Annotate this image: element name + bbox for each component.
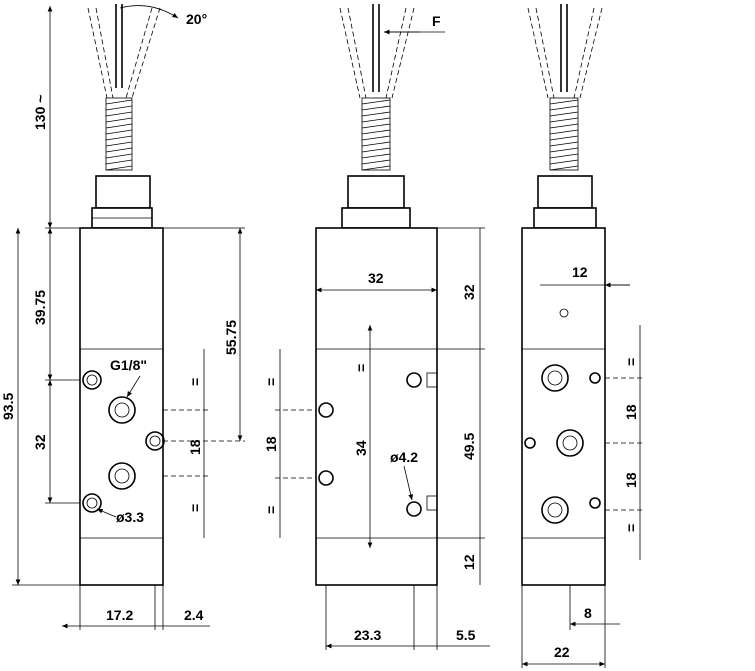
dim-2-4: 2.4 <box>184 607 204 623</box>
spring <box>105 97 133 171</box>
dim-32-right: 32 <box>461 284 477 300</box>
eq-left-2: = <box>187 504 203 512</box>
mounting-nut-middle <box>347 175 405 209</box>
dim-130: 130 ~ <box>32 95 48 130</box>
dim-18-right-b: 18 <box>623 472 639 488</box>
force-label: F <box>432 13 441 29</box>
hole-label-left: ø3.3 <box>116 509 144 525</box>
mounting-nut <box>95 175 151 209</box>
left-view: 130 ~ 20° 93.5 39.75 32 55.75 18 = = G1/… <box>0 4 245 630</box>
eq-right-1: = <box>623 358 639 366</box>
dim-32-left: 32 <box>32 434 48 450</box>
dim-12-right: 12 <box>572 264 588 280</box>
dim-34: 34 <box>353 440 369 456</box>
dim-23-3: 23.3 <box>354 627 381 643</box>
valve-body-middle <box>315 227 438 586</box>
lever-tilt-right <box>125 7 161 99</box>
dim-12-middle: 12 <box>461 554 477 570</box>
eq-right-2: = <box>623 524 639 532</box>
lever-tilt <box>339 7 415 99</box>
eq-left-1: = <box>187 378 203 386</box>
hex-nut-right <box>533 207 597 229</box>
dim-18-right-a: 18 <box>623 404 639 420</box>
valve-body-right <box>521 227 606 586</box>
eq-middle-1: = <box>353 364 369 372</box>
dim-8: 8 <box>584 605 592 621</box>
spring-middle <box>361 97 391 171</box>
middle-view: F 32 34 = ø4.2 18 = = <box>263 4 490 650</box>
right-view: 12 18 18 = = 8 22 <box>521 4 645 668</box>
spring-right <box>549 97 579 171</box>
dim-5-5: 5.5 <box>456 627 476 643</box>
lever-tilt-right-view <box>527 7 603 99</box>
hole-label-middle: ø4.2 <box>390 449 418 465</box>
dim-angle: 20° <box>186 11 207 27</box>
eq-middle-3: = <box>263 506 279 514</box>
dim-17-2: 17.2 <box>106 607 133 623</box>
lever-tilt-left <box>87 7 114 99</box>
dim-18-middle: 18 <box>263 436 279 452</box>
valve-body <box>79 227 164 586</box>
dim-55-75: 55.75 <box>223 320 239 355</box>
dim-49-5: 49.5 <box>461 433 477 460</box>
dim-39-75: 39.75 <box>32 290 48 325</box>
mounting-nut-right <box>537 175 593 209</box>
dim-32-width: 32 <box>368 270 384 286</box>
hex-nut-middle <box>341 207 411 229</box>
eq-middle-2: = <box>263 378 279 386</box>
dim-18-left: 18 <box>187 439 203 455</box>
dim-22: 22 <box>554 644 570 660</box>
dim-93-5: 93.5 <box>0 393 16 420</box>
port-label: G1/8" <box>110 357 147 373</box>
